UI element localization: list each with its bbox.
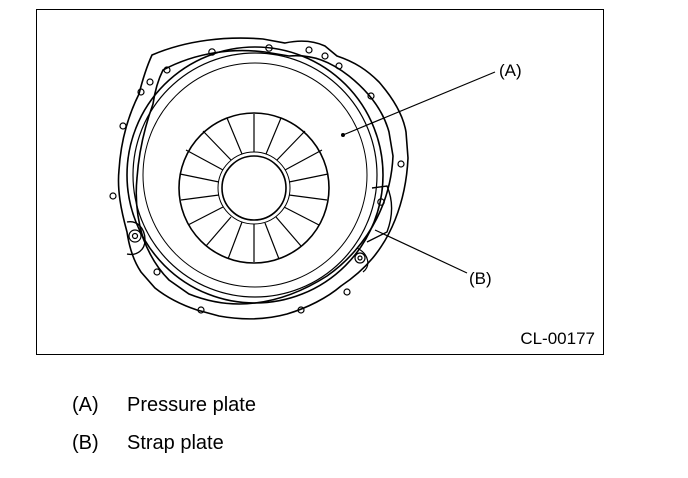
clutch-cover-drawing bbox=[109, 37, 496, 320]
diaphragm-spring-outer bbox=[178, 112, 330, 264]
legend-label: Strap plate bbox=[127, 431, 224, 454]
pressure-plate-ring-inner bbox=[142, 62, 368, 288]
legend-key: (A) bbox=[72, 393, 99, 416]
callout-b-leader bbox=[374, 229, 468, 274]
callout-b-label: (B) bbox=[469, 269, 492, 288]
legend-item-pressure-plate: (A) Pressure plate bbox=[72, 386, 256, 424]
legend: (A) Pressure plate (B) Strap plate bbox=[72, 386, 256, 462]
figure-frame: (A) (B) CL-00177 bbox=[36, 9, 604, 355]
cover-flange-ridge bbox=[135, 49, 394, 305]
diaphragm-spring-hub bbox=[221, 155, 287, 221]
legend-label: Pressure plate bbox=[127, 393, 256, 416]
pressure-plate-ring-outer bbox=[126, 46, 384, 304]
legend-key: (B) bbox=[72, 431, 99, 454]
pressure-plate-ring-mid bbox=[132, 52, 378, 298]
figure-code: CL-00177 bbox=[520, 329, 595, 348]
left-boss bbox=[126, 221, 146, 256]
diaphragm-fingers bbox=[179, 114, 329, 262]
diaphragm-spring-inner bbox=[217, 151, 291, 225]
legend-item-strap-plate: (B) Strap plate bbox=[72, 424, 256, 462]
strap-plate bbox=[366, 185, 393, 243]
bolt-holes bbox=[109, 44, 405, 314]
callout-a-leader bbox=[342, 71, 496, 136]
cover-flange-outline bbox=[117, 37, 409, 320]
callout-a-label: (A) bbox=[499, 61, 522, 80]
strap-plate-boss bbox=[356, 247, 369, 273]
